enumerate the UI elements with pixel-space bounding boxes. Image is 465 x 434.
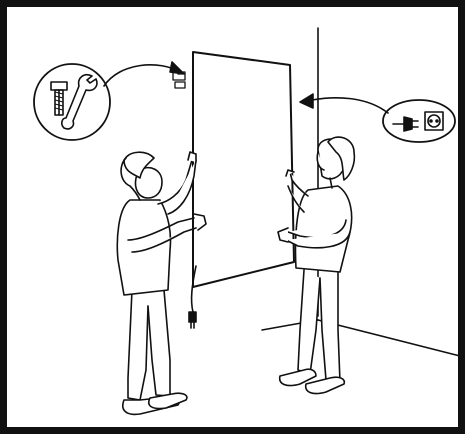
screw-and-wrench-callout (34, 62, 184, 140)
heater-panel (193, 52, 294, 287)
plug-and-socket-callout (300, 94, 455, 142)
